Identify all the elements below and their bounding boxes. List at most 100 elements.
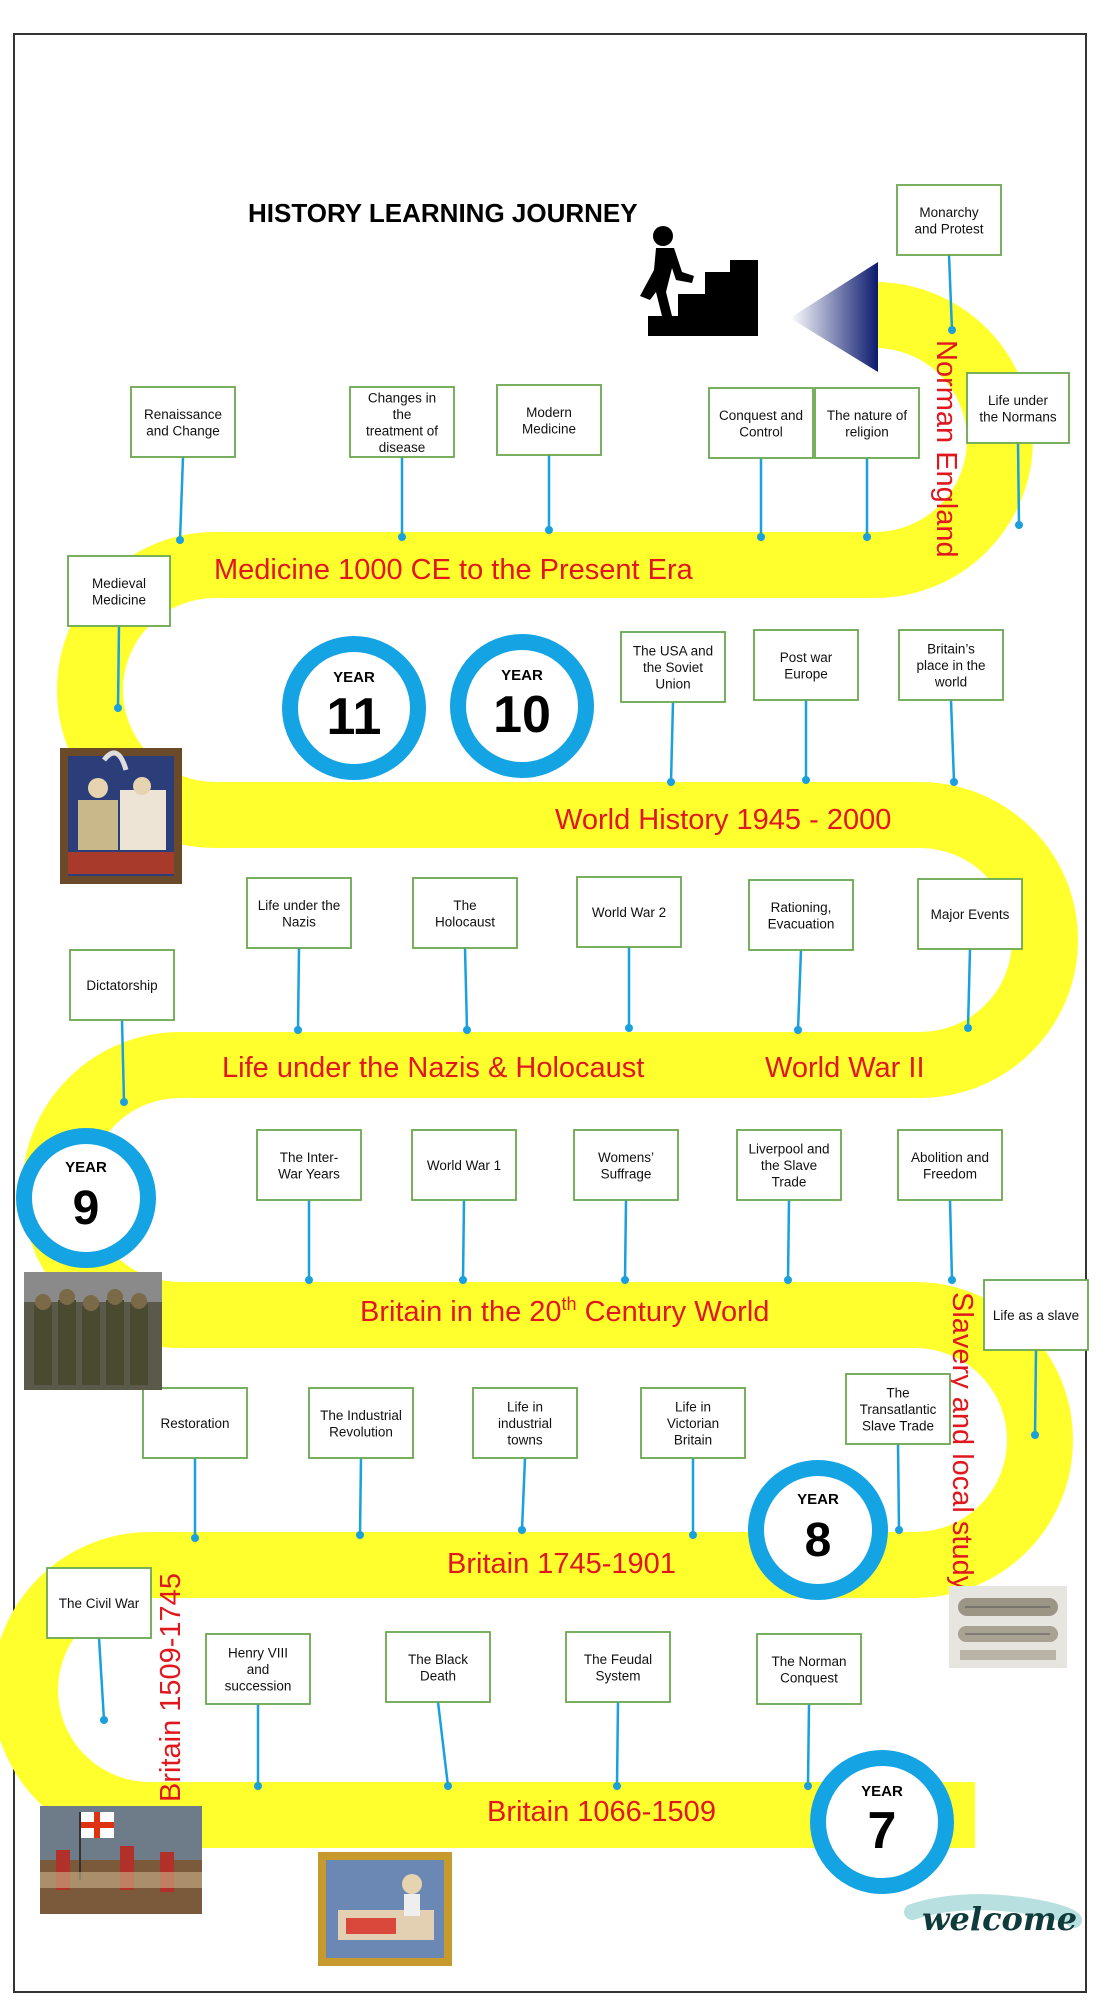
- band-label-medicine: Medicine 1000 CE to the Present Era: [214, 554, 694, 586]
- topic-major-events: Major Events: [917, 878, 1023, 1032]
- topic-label: The Inter-War Years: [278, 1150, 340, 1182]
- year-label: YEAR: [797, 1491, 839, 1508]
- year-number: 11: [327, 688, 382, 746]
- topic-box: [67, 555, 171, 627]
- topic-box: [573, 1129, 679, 1201]
- topic-restoration: Restoration: [142, 1387, 248, 1542]
- topic-connector-dot: [294, 1026, 302, 1034]
- topic-connector-dot: [948, 1276, 956, 1284]
- year-ring: [450, 634, 594, 778]
- topic-label: The Civil War: [59, 1596, 140, 1611]
- topic-connector: [623, 1199, 628, 1281]
- topic-connector: [786, 1199, 791, 1281]
- topic-connector: [520, 1457, 527, 1531]
- topic-connector: [615, 1701, 620, 1787]
- topic-label: Womens’Suffrage: [598, 1150, 654, 1182]
- topic-box: [917, 878, 1023, 950]
- topic-box: [472, 1387, 578, 1459]
- topic-connector: [966, 948, 972, 1029]
- year-ring: [282, 636, 426, 780]
- slave-ship-diagram-image: [949, 1586, 1067, 1668]
- topic-connector-dot: [176, 536, 184, 544]
- topic-connector-dot: [950, 778, 958, 786]
- band-label-1745-1901: Britain 1745-1901: [447, 1548, 676, 1580]
- topic-box: [69, 949, 175, 1021]
- topic-box: [814, 387, 920, 459]
- topic-connector: [97, 1637, 106, 1721]
- year-label: YEAR: [65, 1159, 107, 1176]
- topic-interwar: The Inter-War Years: [256, 1129, 362, 1284]
- topic-connector-dot: [948, 326, 956, 334]
- ww1-soldiers-image: [24, 1272, 162, 1390]
- topic-connector: [947, 254, 954, 331]
- topic-suffrage: Womens’Suffrage: [573, 1129, 679, 1284]
- topic-connector-dot: [191, 1534, 199, 1542]
- topic-connector: [669, 701, 675, 783]
- year-number: 8: [805, 1514, 832, 1567]
- topic-box: [897, 1129, 1003, 1201]
- topic-connector-dot: [444, 1782, 452, 1790]
- year-ring: [748, 1460, 888, 1600]
- topic-connector-dot: [463, 1026, 471, 1034]
- civil-war-battle-image: [40, 1806, 202, 1914]
- topic-connector-dot: [863, 533, 871, 541]
- topic-connector: [1016, 442, 1021, 526]
- topic-box: [898, 629, 1004, 701]
- topic-connector-dot: [804, 1782, 812, 1790]
- topic-label: Rationing,Evacuation: [768, 900, 835, 932]
- topic-connector: [461, 1199, 466, 1281]
- topic-box: [640, 1387, 746, 1459]
- topic-connector-dot: [459, 1276, 467, 1284]
- topic-connector: [178, 456, 185, 541]
- journey-path: [0, 282, 1078, 1848]
- topic-box: [411, 1129, 517, 1201]
- topic-ww2-box: World War 2: [576, 876, 682, 1032]
- band-label-1066-1509: Britain 1066-1509: [487, 1796, 716, 1828]
- topic-connector-dot: [305, 1276, 313, 1284]
- year-8-badge: YEAR 8: [748, 1460, 888, 1600]
- topic-connector: [1033, 1349, 1038, 1436]
- welcome-text: welcome: [922, 1900, 1077, 1938]
- topic-connector-dot: [621, 1276, 629, 1284]
- topic-label: Restoration: [160, 1416, 229, 1431]
- band-label-world-history: World History 1945 - 2000: [555, 804, 891, 836]
- year-number: 10: [493, 686, 551, 744]
- topic-connector-dot: [613, 1782, 621, 1790]
- topic-connector: [116, 625, 121, 709]
- topic-rationing: Rationing,Evacuation: [748, 879, 854, 1034]
- year-number: 7: [868, 1802, 897, 1860]
- topic-box: [896, 184, 1002, 256]
- topic-connector: [296, 947, 301, 1031]
- topic-life-slave: Life as a slave: [983, 1279, 1089, 1439]
- topic-box: [845, 1373, 951, 1445]
- topic-connector-dot: [895, 1526, 903, 1534]
